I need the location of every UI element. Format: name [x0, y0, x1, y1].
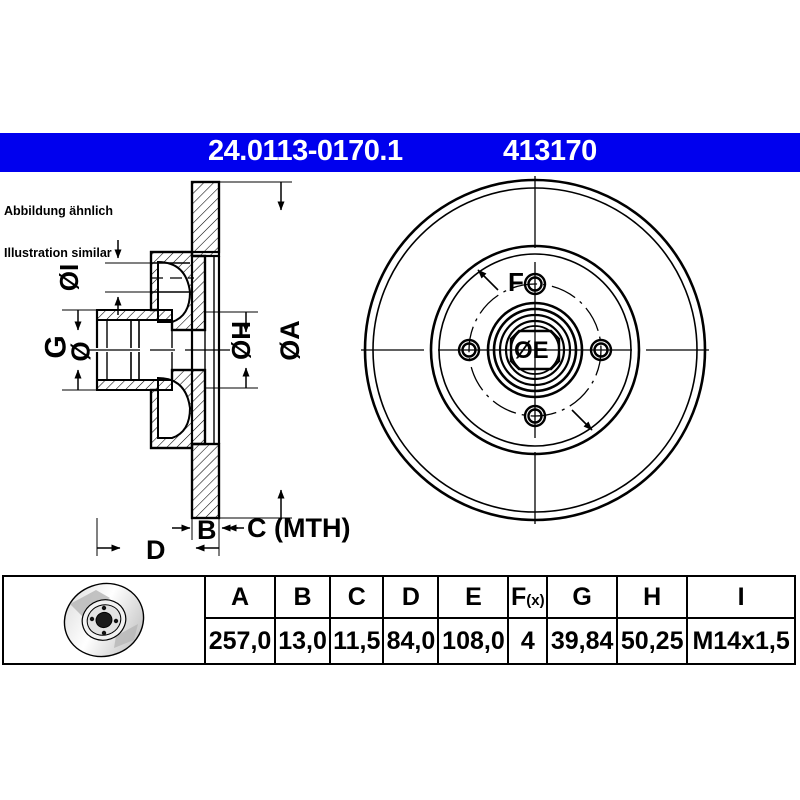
- bolt-hole-right: [589, 338, 613, 362]
- col-header-D: D: [382, 575, 440, 619]
- col-header-C: C: [329, 575, 385, 619]
- part-number: 24.0113-0170.1: [208, 135, 403, 167]
- disc-rim-lower: [190, 442, 221, 520]
- col-value-E: 108,0: [437, 617, 510, 665]
- label-dia-I: ØI: [54, 263, 85, 292]
- bolt-hole-top: [523, 272, 547, 296]
- label-F: F: [508, 267, 524, 297]
- col-value-B: 13,0: [274, 617, 332, 665]
- col-header-G: G: [546, 575, 619, 619]
- hub-spigot-lower: [95, 352, 173, 391]
- disc-friction-ring: [190, 256, 221, 444]
- spec-table: A B C D E F(x) G H I 257,0 13,0 11,5 84,…: [2, 575, 796, 665]
- col-value-I: M14x1,5: [686, 617, 796, 665]
- bolt-hole-bottom: [523, 404, 547, 428]
- illustration-note: Abbildung ähnlich Illustration similar: [4, 176, 113, 274]
- col-value-D: 84,0: [382, 617, 440, 665]
- label-C-MTH: C (MTH): [247, 513, 351, 543]
- reference-number: 413170: [503, 135, 597, 167]
- label-D: D: [146, 535, 166, 565]
- col-header-F-sub: (x): [526, 591, 545, 609]
- col-header-F-main: F: [510, 582, 527, 611]
- hub-spigot-upper: [95, 309, 173, 348]
- hub-body-lower: [149, 368, 207, 450]
- col-value-A: 257,0: [203, 617, 277, 665]
- brake-disc-thumbnail: [63, 582, 145, 658]
- col-header-A: A: [203, 575, 277, 619]
- hub-body-upper: [149, 250, 207, 332]
- spec-table-value-row: 257,0 13,0 11,5 84,0 108,0 4 39,84 50,25…: [3, 617, 796, 665]
- disc-rim-upper: [190, 180, 221, 258]
- label-dia-H: ØH: [226, 321, 256, 360]
- col-header-F: F(x): [507, 575, 549, 619]
- wheel-stud-bore: [151, 262, 194, 293]
- col-value-H: 50,25: [616, 617, 689, 665]
- col-header-B: B: [274, 575, 332, 619]
- note-line-en: Illustration similar: [4, 246, 112, 260]
- col-value-G: 39,84: [546, 617, 619, 665]
- label-dia-A: ØA: [274, 320, 305, 361]
- col-header-E: E: [437, 575, 510, 619]
- note-line-de: Abbildung ähnlich: [4, 204, 114, 218]
- bolt-hole-left: [457, 338, 481, 362]
- label-B: B: [197, 515, 217, 545]
- label-dia-E: ØE: [514, 337, 549, 364]
- product-thumbnail-cell: [2, 575, 206, 665]
- col-value-F: 4: [507, 617, 549, 665]
- col-header-I: I: [686, 575, 796, 619]
- spec-table-header-row: A B C D E F(x) G H I: [2, 575, 796, 665]
- label-dia-G: Ø: [65, 341, 96, 362]
- header-banner: 24.0113-0170.1 413170: [0, 133, 800, 172]
- col-value-C: 11,5: [329, 617, 385, 665]
- col-header-H: H: [616, 575, 689, 619]
